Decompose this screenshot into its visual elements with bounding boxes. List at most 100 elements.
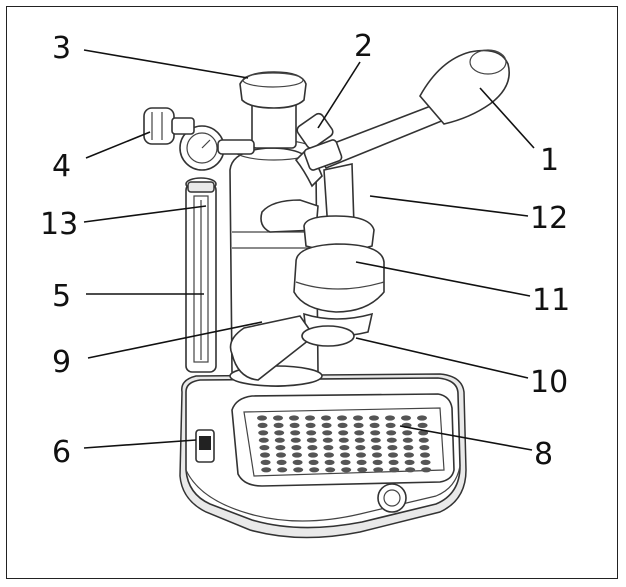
tray-hole [387, 445, 398, 451]
leader-10 [355, 337, 529, 379]
tray-hole [305, 422, 316, 428]
leader-12 [369, 195, 529, 217]
tray-hole [354, 430, 365, 436]
tray-hole [403, 445, 414, 451]
tray-hole [338, 430, 349, 436]
drip-tray-holes [257, 415, 432, 473]
tray-hole [357, 467, 368, 473]
pressure-gauge [179, 125, 255, 171]
tray-hole [356, 452, 366, 458]
tray-hole [402, 430, 413, 436]
tray-hole [324, 452, 334, 458]
tray-hole [274, 437, 285, 443]
tray-hole [306, 430, 317, 436]
tray-hole [389, 467, 400, 473]
tray-hole [276, 459, 287, 465]
callout-1: 1 [540, 143, 559, 178]
tray-hole [402, 437, 413, 443]
tray-hole [354, 437, 365, 443]
tray-hole [322, 430, 333, 436]
tray-hole [373, 467, 384, 473]
callout-6: 6 [52, 435, 71, 470]
tray-hole [258, 437, 269, 443]
tray-hole [274, 430, 285, 436]
lever-arm [303, 49, 510, 171]
tray-hole [369, 422, 380, 428]
tray-hole [385, 415, 395, 421]
tray-hole [309, 467, 320, 473]
steam-valve-knob [143, 107, 195, 145]
tray-hole [353, 415, 363, 421]
tray-hole [323, 445, 334, 451]
tray-hole [420, 452, 430, 458]
tray-hole [289, 422, 300, 428]
tray-hole [340, 459, 351, 465]
tray-hole [257, 415, 267, 421]
tray-hole [290, 430, 301, 436]
tray-hole [404, 459, 415, 465]
tray-hole [305, 415, 315, 421]
tray-hole [419, 445, 430, 451]
tray-hole [260, 459, 271, 465]
tray-hole [324, 459, 335, 465]
leader-lines [83, 49, 535, 451]
tray-hole [325, 467, 336, 473]
tray-hole [418, 437, 429, 443]
tray-hole [308, 452, 318, 458]
tray-hole [260, 452, 270, 458]
tray-hole [307, 445, 318, 451]
tray-hole [321, 415, 331, 421]
tray-hole [355, 445, 366, 451]
callout-10: 10 [530, 365, 568, 400]
tray-hole [370, 430, 381, 436]
tray-hole [290, 437, 301, 443]
tray-hole [292, 452, 302, 458]
callout-4: 4 [52, 149, 71, 184]
tray-hole [308, 459, 319, 465]
callout-2: 2 [354, 29, 373, 64]
power-switch [195, 429, 215, 463]
tray-hole [370, 437, 381, 443]
callout-12: 12 [530, 201, 568, 236]
tray-hole [418, 430, 429, 436]
callout-5: 5 [52, 279, 71, 314]
tray-hole [289, 415, 299, 421]
tray-hole [293, 467, 304, 473]
callout-labels: 1 2 3 4 5 6 8 9 10 11 12 13 [40, 29, 570, 472]
water-level-sight-glass [185, 177, 217, 373]
tray-hole [337, 422, 348, 428]
tray-hole [372, 452, 382, 458]
tray-hole [261, 467, 272, 473]
boiler-cap [239, 71, 307, 149]
tray-hole [341, 467, 352, 473]
leader-13 [83, 205, 207, 223]
callout-13: 13 [40, 207, 78, 242]
tray-hole [417, 422, 428, 428]
tray-hole [388, 459, 399, 465]
tray-hole [353, 422, 364, 428]
tray-hole [258, 430, 269, 436]
drip-tray [231, 393, 455, 487]
tray-hole [257, 422, 268, 428]
tray-hole [421, 467, 432, 473]
tray-hole [259, 445, 270, 451]
tray-hole [275, 445, 286, 451]
tray-hole [322, 437, 333, 443]
callout-8: 8 [534, 437, 553, 472]
tray-hole [277, 467, 288, 473]
portafilter [229, 315, 355, 381]
callout-3: 3 [52, 31, 71, 66]
callout-9: 9 [52, 345, 71, 380]
leader-2 [317, 61, 361, 129]
leader-1 [479, 87, 535, 149]
tray-hole [291, 445, 302, 451]
tray-hole [276, 452, 286, 458]
tray-hole [404, 452, 414, 458]
tray-hole [386, 437, 397, 443]
tray-hole [340, 452, 350, 458]
base-knob [377, 483, 407, 513]
tray-hole [388, 452, 398, 458]
tray-hole [339, 445, 350, 451]
tray-hole [417, 415, 427, 421]
